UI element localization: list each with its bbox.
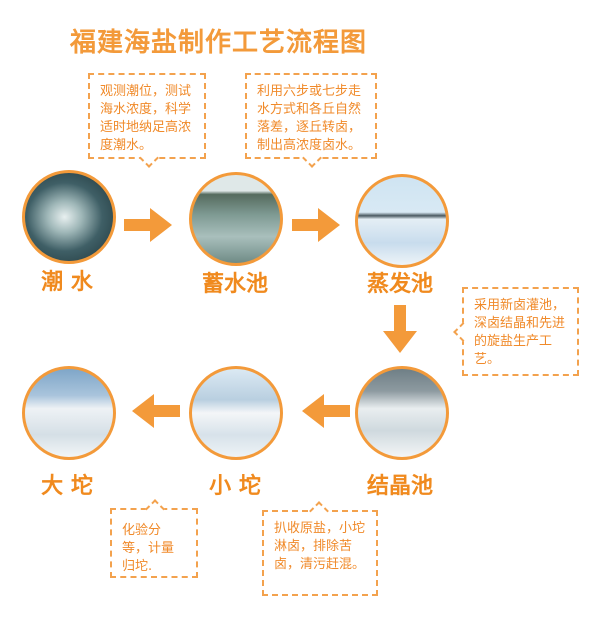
callout-small-pile: 扒收原盐，小坨淋卤，排除苦卤，清污赶混。 <box>262 501 378 596</box>
step-label-tide-water: 潮 水 <box>41 270 93 295</box>
callout-text: 扒收原盐，小坨淋卤，排除苦卤，清污赶混。 <box>274 521 366 572</box>
crystallization-pond-photo <box>355 366 449 460</box>
large-salt-pile-photo <box>22 366 116 460</box>
arrow-left-icon <box>132 394 180 428</box>
diagram-title: 福建海盐制作工艺流程图 <box>70 28 368 58</box>
step-label-evaporation-pond: 蒸发池 <box>366 272 433 297</box>
evaporation-pond-photo <box>355 174 449 268</box>
callout-text: 观测潮位，测试海水浓度，科学适时地纳足高浓度潮水。 <box>100 84 192 153</box>
callout-reservoir: 利用六步或七步走水方式和各丘自然落差，逐丘转卤，制出高浓度卤水。 <box>245 73 377 168</box>
tide-water-photo <box>22 170 116 264</box>
small-salt-pile-photo <box>189 366 283 460</box>
callout-tide-water: 观测潮位，测试海水浓度，科学适时地纳足高浓度潮水。 <box>88 73 206 168</box>
step-label-small-pile: 小 坨 <box>209 474 261 499</box>
callout-text: 采用新卤灌池，深卤结晶和先进的旋盐生产工艺。 <box>474 298 566 367</box>
step-label-reservoir: 蓄水池 <box>201 272 268 297</box>
arrow-down-icon <box>383 305 417 353</box>
callout-text: 化验分等，计量归坨. <box>122 523 175 574</box>
arrow-right-icon <box>292 208 340 242</box>
step-label-crystallization-pond: 结晶池 <box>366 474 433 499</box>
reservoir-photo <box>189 172 283 266</box>
step-label-large-pile: 大 坨 <box>41 474 93 499</box>
arrow-left-icon <box>302 394 350 428</box>
callout-crystallization: 采用新卤灌池，深卤结晶和先进的旋盐生产工艺。 <box>453 287 579 376</box>
callout-large-pile: 化验分等，计量归坨. <box>110 499 198 578</box>
arrow-right-icon <box>124 208 172 242</box>
callout-text: 利用六步或七步走水方式和各丘自然落差，逐丘转卤，制出高浓度卤水。 <box>257 84 362 153</box>
